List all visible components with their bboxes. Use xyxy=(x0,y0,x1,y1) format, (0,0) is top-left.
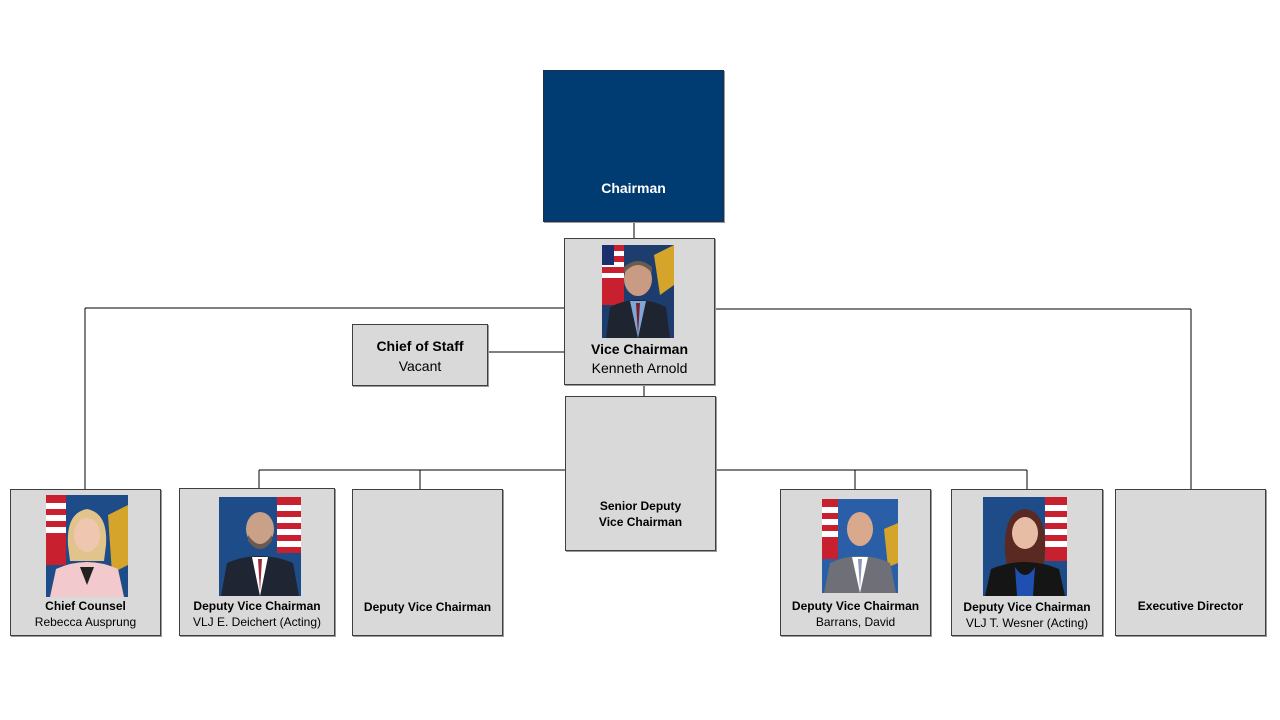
dvc-vacant-title: Deputy Vice Chairman xyxy=(363,600,492,614)
vice-chairman-title: Vice Chairman xyxy=(590,341,688,357)
chief-counsel-photo xyxy=(46,495,128,597)
senior-deputy-box[interactable]: Senior Deputy Vice Chairman xyxy=(565,396,716,551)
dvc-wesner-title: Deputy Vice Chairman xyxy=(963,600,1091,614)
senior-deputy-title-line2: Vice Chairman xyxy=(598,515,683,529)
chief-of-staff-title: Chief of Staff xyxy=(376,338,464,354)
chief-of-staff-name: Vacant xyxy=(398,358,442,374)
dvc-wesner-photo xyxy=(983,497,1067,596)
chief-counsel-name: Rebecca Ausprung xyxy=(34,615,137,629)
dvc-deichert-name: VLJ E. Deichert (Acting) xyxy=(192,615,322,629)
dvc-deichert-photo xyxy=(219,497,301,596)
vice-chairman-box[interactable]: Vice Chairman Kenneth Arnold xyxy=(564,238,715,385)
chief-of-staff-box[interactable]: Chief of Staff Vacant xyxy=(352,324,488,386)
dvc-barrans-name: Barrans, David xyxy=(815,615,896,629)
dvc-barrans-box[interactable]: Deputy Vice Chairman Barrans, David xyxy=(780,489,931,636)
chief-counsel-box[interactable]: Chief Counsel Rebecca Ausprung xyxy=(10,489,161,636)
dvc-deichert-box[interactable]: Deputy Vice Chairman VLJ E. Deichert (Ac… xyxy=(179,488,335,636)
vice-chairman-photo xyxy=(602,245,674,338)
chief-counsel-title: Chief Counsel xyxy=(45,599,126,613)
dvc-wesner-box[interactable]: Deputy Vice Chairman VLJ T. Wesner (Acti… xyxy=(951,489,1103,636)
senior-deputy-title-line1: Senior Deputy xyxy=(599,499,682,513)
dvc-deichert-title: Deputy Vice Chairman xyxy=(193,599,321,613)
executive-director-title: Executive Director xyxy=(1137,599,1244,613)
dvc-barrans-title: Deputy Vice Chairman xyxy=(791,599,920,613)
executive-director-box[interactable]: Executive Director xyxy=(1115,489,1266,636)
chairman-box[interactable]: Chairman xyxy=(543,70,724,222)
dvc-wesner-name: VLJ T. Wesner (Acting) xyxy=(965,616,1089,630)
dvc-barrans-photo xyxy=(822,499,898,593)
vice-chairman-name: Kenneth Arnold xyxy=(591,360,688,376)
chairman-title: Chairman xyxy=(601,180,666,196)
dvc-vacant-box[interactable]: Deputy Vice Chairman xyxy=(352,489,503,636)
